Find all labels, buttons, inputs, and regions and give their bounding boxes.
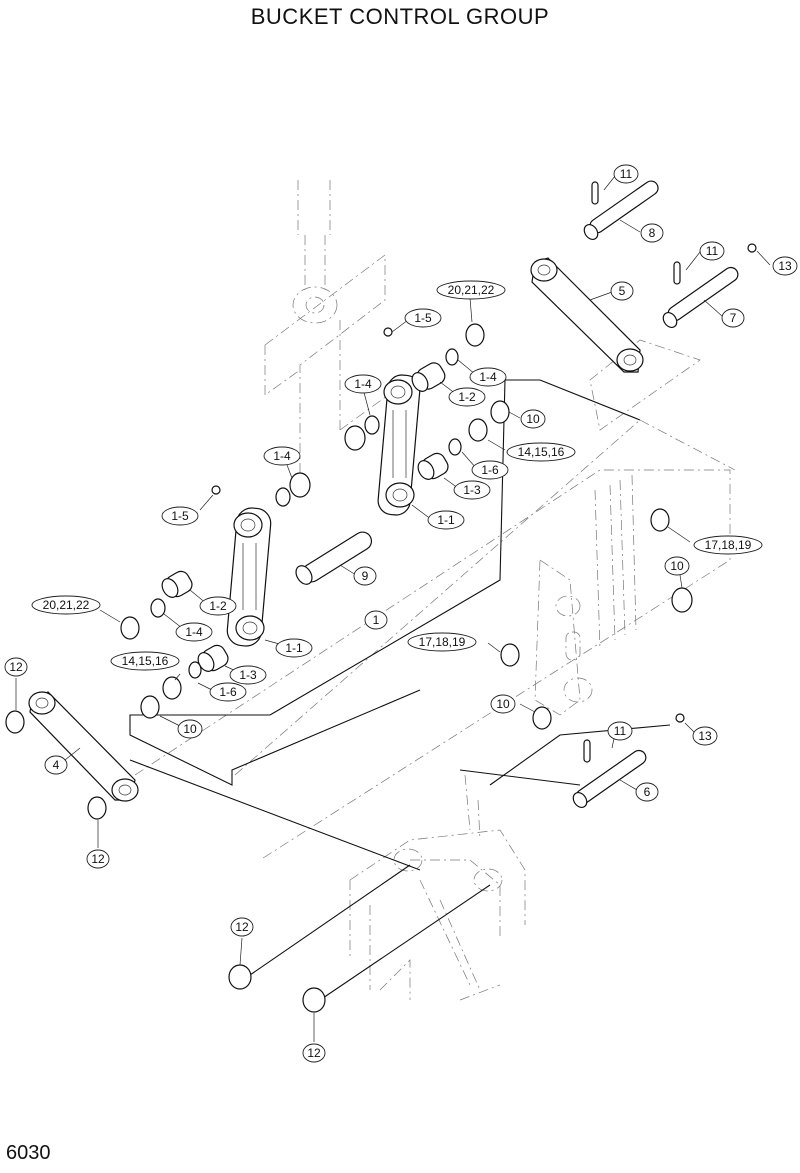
callout-10-left-text: 10 [183, 722, 197, 736]
callout-14-15-16-left: 14,15,16 [110, 651, 180, 671]
page-title: BUCKET CONTROL GROUP [250, 4, 550, 29]
callout-1-4-mid-text: 1-4 [354, 377, 372, 391]
callout-14-15-16-right: 14,15,16 [506, 442, 576, 462]
callout-1-2-right: 1-2 [448, 387, 486, 407]
callout-1: 1 [364, 610, 388, 630]
callout-17-18-19-mid-text: 17,18,19 [419, 635, 466, 649]
callout-1-3-right: 1-3 [453, 480, 491, 500]
callout-10-top-text: 10 [526, 412, 540, 426]
bushings [161, 362, 449, 672]
callout-1-3-right-text: 1-3 [463, 483, 481, 497]
callout-12-left: 12 [4, 657, 28, 677]
callout-5-text: 5 [619, 284, 626, 298]
callout-9-text: 9 [362, 569, 369, 583]
callout-13-bottom: 13 [692, 726, 718, 746]
callout-20-21-22-top-text: 20,21,22 [448, 283, 495, 297]
callout-1-1-left-text: 1-1 [285, 641, 303, 655]
rod-1-1-right [377, 374, 421, 516]
callout-12-left-text: 12 [9, 660, 23, 674]
callout-8: 8 [640, 223, 664, 243]
callout-10-mid-text: 10 [496, 697, 510, 711]
callout-12-bucket-left-text: 12 [235, 920, 249, 934]
callout-1-6-right-text: 1-6 [481, 463, 499, 477]
callout-8-text: 8 [649, 226, 656, 240]
callout-11-mid: 11 [699, 241, 725, 261]
pin-6 [572, 739, 647, 809]
callout-6: 6 [635, 782, 659, 802]
callout-13-top-text: 13 [778, 259, 792, 273]
callout-1-4-left-upper-text: 1-4 [273, 449, 291, 463]
callout-12-bucket-bottom-text: 12 [307, 1046, 321, 1060]
callout-1-5-top-text: 1-5 [414, 311, 432, 325]
callout-17-18-19-mid: 17,18,19 [407, 632, 477, 652]
callout-1-4-right: 1-4 [469, 367, 507, 387]
callout-1-2-right-text: 1-2 [458, 390, 476, 404]
callout-1-1-right: 1-1 [427, 510, 465, 530]
callout-14-15-16-left-text: 14,15,16 [122, 654, 169, 668]
callout-10-top: 10 [520, 409, 546, 429]
callout-1-1-right-text: 1-1 [437, 513, 455, 527]
pin-7 [662, 261, 739, 329]
callout-4-text: 4 [53, 758, 60, 772]
callout-1-4-right-text: 1-4 [479, 370, 497, 384]
callout-10-left: 10 [177, 719, 203, 739]
callout-1-5-left: 1-5 [161, 506, 199, 526]
callout-12-bottom-left: 12 [86, 849, 110, 869]
callout-1-5-top: 1-5 [404, 308, 442, 328]
bucket-ghost [349, 774, 526, 1001]
pin-8 [583, 180, 659, 241]
callout-11-mid-text: 11 [706, 244, 719, 258]
link-4 [28, 691, 139, 802]
callout-13-bottom-text: 13 [698, 729, 712, 743]
callout-1-3-left-text: 1-3 [239, 668, 257, 682]
callout-1-5-left-text: 1-5 [171, 509, 189, 523]
leader-lines [15, 175, 771, 1042]
callout-9: 9 [353, 566, 377, 586]
callout-5: 5 [610, 281, 634, 301]
callout-11-bottom: 11 [607, 721, 633, 741]
callout-12-bucket-left: 12 [230, 917, 254, 937]
callout-11-top: 11 [613, 164, 639, 184]
callout-1-text: 1 [373, 613, 380, 627]
callout-1-4-left-lower-text: 1-4 [185, 625, 203, 639]
callout-1-3-left: 1-3 [229, 665, 267, 685]
callout-1-1-left: 1-1 [275, 638, 313, 658]
callout-11-top-text: 11 [620, 167, 633, 181]
callout-1-2-left-text: 1-2 [209, 599, 227, 613]
grease-fittings [211, 243, 757, 723]
callout-10-right: 10 [664, 556, 690, 576]
callout-1-6-left-text: 1-6 [219, 685, 237, 699]
callout-20-21-22-left: 20,21,22 [31, 595, 101, 615]
callout-20-21-22-left-text: 20,21,22 [43, 598, 90, 612]
callout-17-18-19-right-text: 17,18,19 [705, 538, 752, 552]
rod-1-1-left [226, 507, 272, 647]
callout-13-top: 13 [772, 256, 798, 276]
callout-10-mid: 10 [490, 694, 516, 714]
callout-12-bucket-bottom: 12 [302, 1043, 326, 1063]
callout-1-4-mid: 1-4 [344, 374, 382, 394]
pin-9 [295, 531, 373, 585]
callout-12-bottom-left-text: 12 [91, 852, 105, 866]
callout-20-21-22-top: 20,21,22 [436, 280, 506, 300]
callout-7-text: 7 [730, 311, 737, 325]
callout-1-4-left-lower: 1-4 [175, 622, 213, 642]
callout-11-bottom-text: 11 [614, 724, 627, 738]
callout-1-4-left-upper: 1-4 [263, 446, 301, 466]
boom-cylinder-ghost [264, 180, 421, 480]
callout-1-6-right: 1-6 [471, 460, 509, 480]
callout-14-15-16-right-text: 14,15,16 [518, 445, 565, 459]
link-5 [530, 257, 644, 373]
callout-4: 4 [44, 755, 68, 775]
callout-6-text: 6 [644, 785, 651, 799]
callout-1-2-left: 1-2 [199, 596, 237, 616]
callout-10-right-text: 10 [670, 559, 684, 573]
page-number: 6030 [6, 1142, 51, 1164]
callout-7: 7 [721, 308, 745, 328]
callout-17-18-19-right: 17,18,19 [693, 535, 763, 555]
callout-1-6-left: 1-6 [209, 682, 247, 702]
